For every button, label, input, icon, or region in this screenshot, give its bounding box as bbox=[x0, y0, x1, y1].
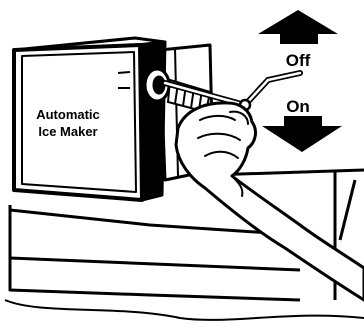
hand-icon bbox=[174, 101, 364, 302]
off-label: Off bbox=[286, 51, 311, 70]
ice-maker-label-line1: Automatic bbox=[36, 107, 100, 122]
ice-maker-unit bbox=[12, 36, 167, 202]
on-label: On bbox=[286, 97, 310, 116]
ice-maker-label-line2: Ice Maker bbox=[38, 124, 97, 139]
freezer-shelf bbox=[4, 168, 364, 321]
shut-off-arm bbox=[162, 70, 303, 112]
arrow-down-icon bbox=[262, 116, 342, 152]
arrow-up-icon bbox=[258, 10, 338, 44]
